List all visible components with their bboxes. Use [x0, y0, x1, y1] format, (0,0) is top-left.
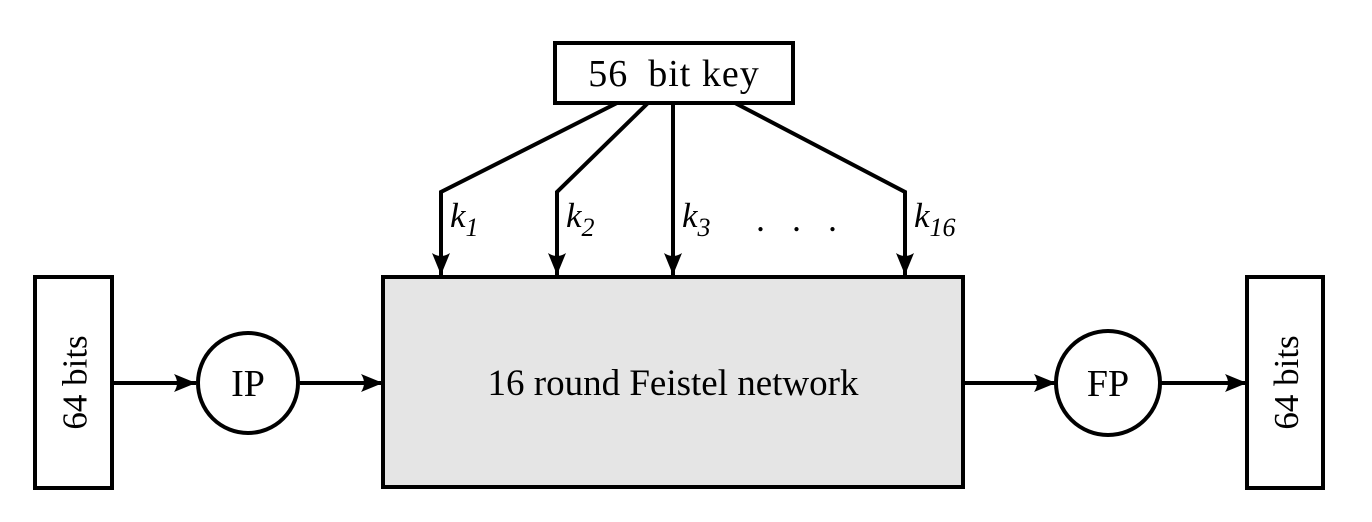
round-key-label-k2: k2: [566, 196, 595, 242]
round-key-arrow-16: [734, 101, 914, 275]
ip-circle: [196, 331, 300, 435]
k16-base: k: [914, 196, 931, 235]
round-key-arrow-2: [548, 101, 650, 275]
fp-label: FP: [1087, 363, 1129, 405]
k2-subscript: 2: [582, 213, 595, 242]
output-bits-label: 64 bits: [1267, 335, 1306, 429]
ip-label: IP: [231, 363, 265, 405]
k2-base: k: [566, 196, 583, 235]
round-key-ellipsis: . . .: [756, 199, 846, 239]
input-bits-label: 64 bits: [56, 335, 95, 429]
round-key-label-k1: k1: [450, 196, 479, 242]
fp-circle: [1054, 329, 1162, 437]
k1-subscript: 1: [466, 213, 479, 242]
round-key-label-k16: k16: [914, 196, 956, 242]
round-key-arrow-1: [432, 101, 618, 275]
round-key-label-k3: k3: [682, 196, 711, 242]
key-box-label: 56 bit key: [588, 53, 759, 95]
feistel-box: [381, 275, 965, 489]
key-box: [553, 41, 795, 105]
k1-base: k: [450, 196, 467, 235]
k3-base: k: [682, 196, 699, 235]
output-bits-box: [1245, 275, 1325, 490]
k3-subscript: 3: [697, 213, 711, 242]
input-bits-box: [33, 275, 114, 490]
k16-subscript: 16: [930, 213, 956, 242]
feistel-label: 16 round Feistel network: [488, 363, 859, 404]
